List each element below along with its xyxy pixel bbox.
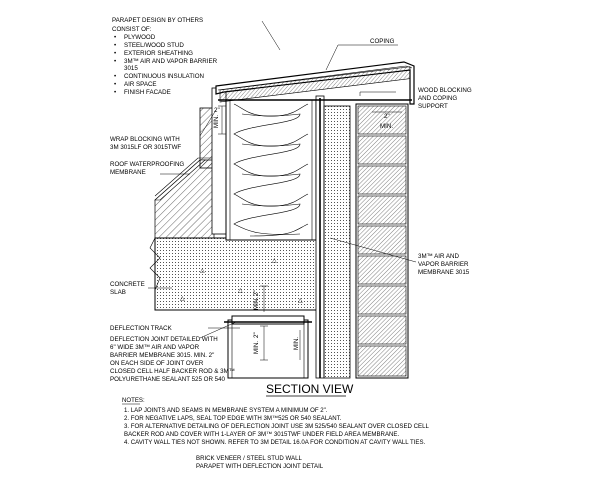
svg-text:•: • [114,73,116,80]
note-item: 1. LAP JOINTS AND SEAMS IN MEMBRANE SYST… [124,407,328,414]
dim-2-low: 2" [253,332,260,338]
svg-text:•: • [114,50,116,57]
sheathing-and-barrier [315,95,351,379]
layer-item: CONTINUOUS INSULATION [124,73,204,80]
label-coping: COPING [370,38,395,45]
label-air-vapor-barrier: VAPOR BARRIER [418,261,469,268]
label-deflection-joint: 6" WIDE 3M™ AIR AND VAPOR [110,344,200,351]
label-wood-blocking: WOOD BLOCKING [418,87,472,94]
svg-text:△: △ [238,287,243,294]
svg-text:△: △ [298,297,303,304]
notes-block: NOTES: 1. LAP JOINTS AND SEAMS IN MEMBRA… [122,397,429,446]
note-item: 2. FOR NEGATIVE LAPS, SEAL TOP EDGE WITH… [124,415,342,422]
svg-text:•: • [114,58,116,65]
label-parapet-by-others: PARAPET DESIGN BY OTHERS [112,17,203,24]
callout-labels: PARAPET DESIGN BY OTHERS CONSIST OF: • PL… [110,17,472,383]
label-wood-blocking: AND COPING [418,95,457,102]
svg-text:•: • [114,42,116,49]
layer-item: STEEL/WOOD STUD [124,42,184,49]
layer-item: 3M™ AIR AND VAPOR BARRIER [124,58,218,65]
svg-text:△: △ [180,295,185,302]
notes-heading: NOTES: [122,397,145,404]
label-wrap-blocking: 3M 3015LF OR 3015TWF [110,144,181,151]
label-deflection-track: DEFLECTION TRACK [110,325,173,332]
section-title: SECTION VIEW [266,382,354,396]
dim-2-top: 2" [214,107,220,114]
roof-insulation [154,157,218,239]
label-wood-blocking: SUPPORT [418,103,448,110]
dim-min-top: MIN. [213,115,220,128]
label-deflection-joint: CLOSED CELL HALF BACKER ROD & 3M™ [110,368,235,375]
layer-list: • PLYWOOD • STEEL/WOOD STUD • EXTERIOR SHEA… [114,34,218,96]
label-deflection-joint: POLYURETHANE SEALANT 525 OR 540 [110,376,226,383]
caption-line-2: PARAPET WITH DEFLECTION JOINT DETAIL [196,463,324,470]
svg-text:△: △ [200,267,205,274]
svg-text:•: • [114,34,116,41]
label-air-vapor-barrier: MEMBRANE 3015 [418,269,470,276]
lower-stud-wall [224,315,312,379]
label-deflection-joint: ON EACH SIDE OF JOINT OVER [110,360,204,367]
label-deflection-joint: BARRIER MEMBRANE 3015. MIN. 2" [110,352,214,359]
label-air-vapor-barrier: 3M™ AIR AND [418,253,459,260]
layer-item: 3015 [124,65,138,72]
layer-item: AIR SPACE [124,81,157,88]
svg-text:△: △ [272,257,277,264]
dim-2-mid: 2" [253,290,260,296]
dim-min-low-right: MIN. [293,337,300,350]
layer-item: PLYWOOD [124,34,156,41]
svg-text:•: • [114,89,116,96]
caption-line-1: BRICK VENEER / STEEL STUD WALL [196,455,302,462]
label-wrap-blocking: WRAP BLOCKING WITH [110,136,180,143]
wood-blocking-left [199,87,227,235]
label-concrete-slab: CONCRETE [110,281,145,288]
concrete-slab: △ △ △ △ △ [149,237,321,311]
parapet-stud-wall [225,99,317,241]
coping [215,61,415,105]
dim-min-mid: MIN. [253,297,260,310]
dim-min-right: MIN. [380,123,393,130]
label-roof-membrane: ROOF WATERPROOFING [110,161,184,168]
dim-2-right: 2" [384,113,390,120]
layer-item: EXTERIOR SHEATHING [124,50,193,57]
label-concrete-slab: SLAB [110,289,126,296]
dimension-marks [218,105,402,361]
label-deflection-joint: DEFLECTION JOINT DETAILED WITH [110,336,218,343]
svg-text:•: • [114,81,116,88]
note-item: 3. FOR ALTERNATIVE DETAILING OF DEFLECTI… [124,423,429,430]
note-item: BACKER ROD AND COVER WITH 1-LAYER OF 3M™… [124,431,399,438]
label-roof-membrane: MEMBRANE [110,169,146,176]
label-consist-of: CONSIST OF: [112,26,152,33]
leader-lines [148,20,417,339]
note-item: 4. CAVITY WALL TIES NOT SHOWN. REFER TO … [124,439,426,446]
brick-veneer [355,103,409,379]
layer-item: FINISH FACADE [124,89,171,96]
dim-min-low: MIN. [253,341,260,354]
